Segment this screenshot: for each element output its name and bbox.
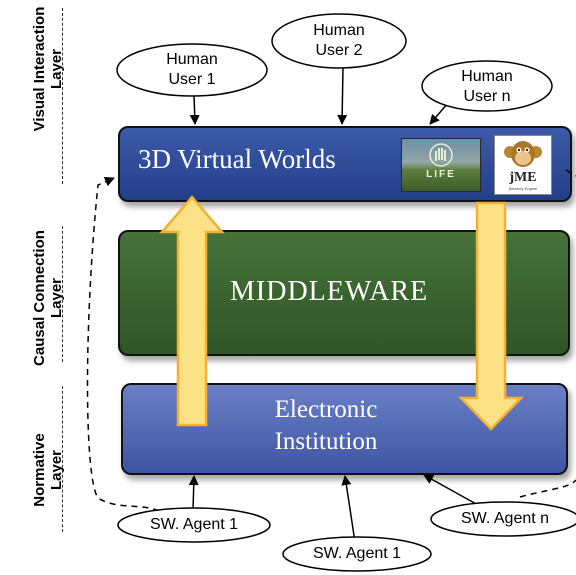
arrow-user1 bbox=[189, 93, 200, 125]
dashed-connector-left bbox=[86, 177, 169, 518]
human-user-1-label: Human User 1 bbox=[166, 51, 218, 88]
upward-flow-arrow bbox=[159, 195, 225, 427]
second-life-logo-text: LIFE bbox=[426, 169, 456, 180]
monkey-icon bbox=[504, 141, 542, 167]
human-user-2-label: Human User 2 bbox=[313, 22, 365, 59]
dashed-connector-right-top bbox=[565, 169, 576, 177]
electronic-institution-title: Electronic Institution bbox=[274, 396, 378, 455]
human-user-1-ellipse bbox=[116, 43, 268, 97]
sw-agent-1-bottom-label: SW. Agent 1 bbox=[312, 545, 402, 562]
sw-agent-n-ellipse bbox=[430, 501, 576, 537]
arrow-agent1-bottom bbox=[341, 475, 356, 543]
sw-agent-1-left-ellipse bbox=[117, 507, 271, 543]
human-user-n-ellipse bbox=[421, 60, 553, 112]
downward-flow-arrow bbox=[458, 201, 524, 431]
arrow-usern bbox=[429, 102, 449, 125]
arrow-user2 bbox=[337, 66, 348, 125]
jme-logo: jME jMonkey Engine bbox=[494, 135, 552, 195]
human-user-n-label: Human User n bbox=[461, 68, 513, 105]
jme-logo-subtitle: jMonkey Engine bbox=[508, 186, 538, 191]
dashed-connector-right bbox=[519, 479, 576, 498]
sw-agent-n-label: SW. Agent n bbox=[460, 510, 550, 527]
sw-agent-1-bottom-ellipse bbox=[282, 536, 432, 572]
second-life-logo: LIFE bbox=[401, 138, 481, 192]
human-user-2-ellipse bbox=[271, 13, 407, 69]
virtual-worlds-title: 3D Virtual Worlds bbox=[138, 144, 336, 174]
sw-agent-1-left-label: SW. Agent 1 bbox=[149, 516, 239, 533]
jme-logo-text: jME bbox=[509, 170, 537, 185]
arrow-agent1-left bbox=[188, 475, 199, 512]
arrow-agentn bbox=[423, 474, 479, 506]
layer-separator bbox=[62, 226, 63, 362]
hand-icon bbox=[429, 143, 453, 167]
middleware-title: MIDDLEWARE bbox=[230, 276, 429, 307]
layer-separator bbox=[62, 8, 63, 184]
layer-separator bbox=[62, 386, 63, 532]
